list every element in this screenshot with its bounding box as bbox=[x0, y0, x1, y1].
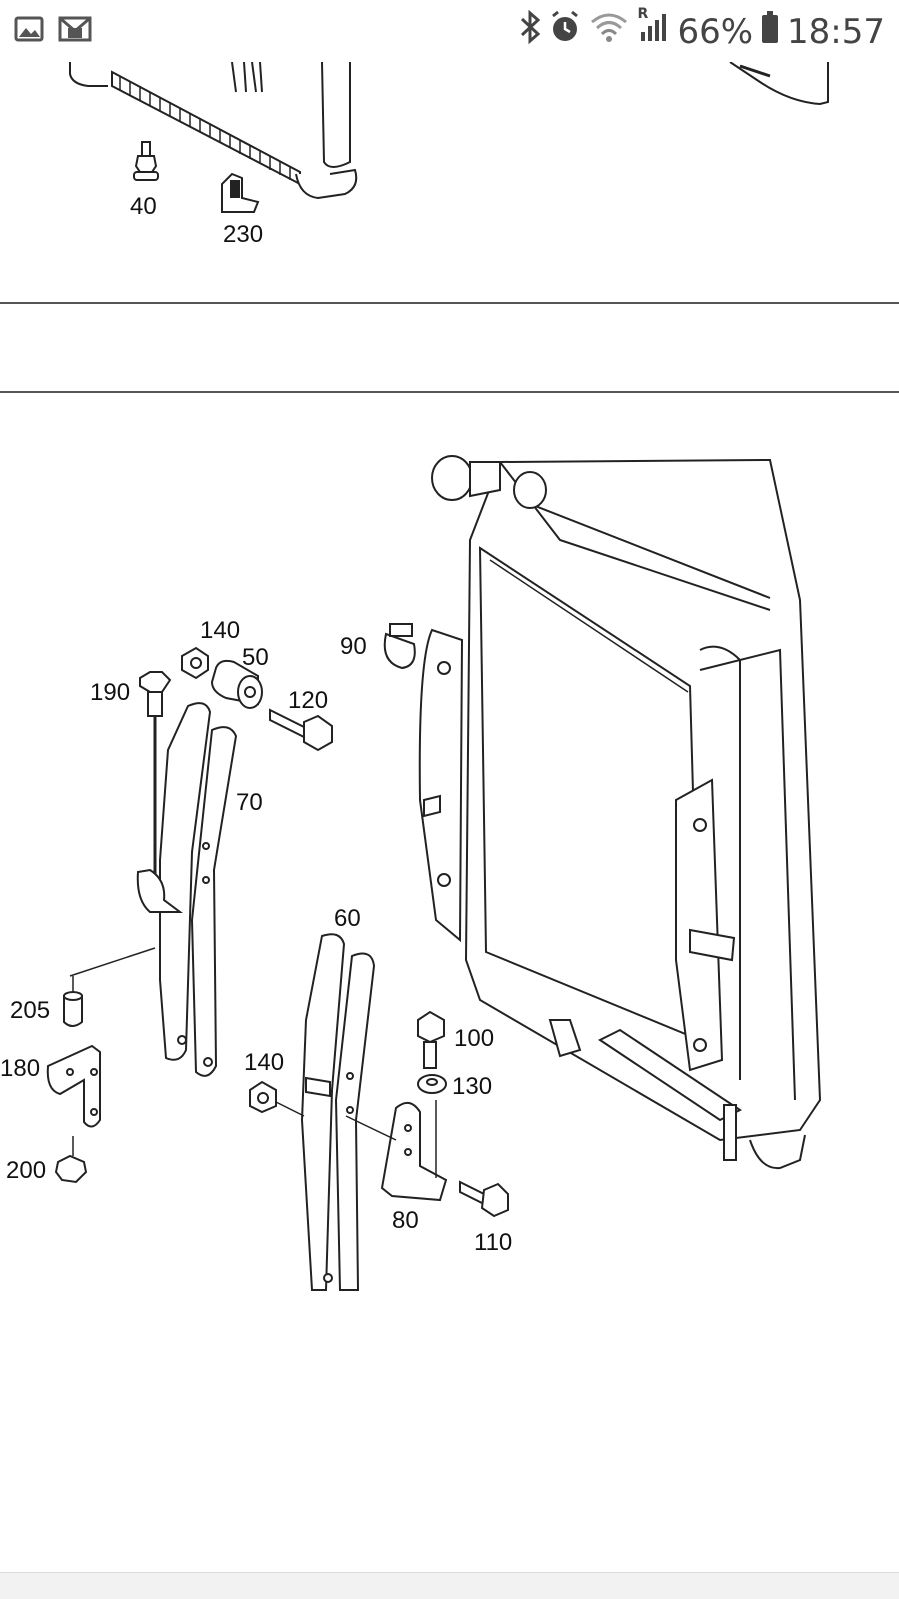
part-130-washer-graphic bbox=[417, 1074, 447, 1094]
callout-50: 50 bbox=[242, 644, 269, 671]
status-bar-right: R 66% 18:57 bbox=[519, 6, 885, 53]
main-parts-diagram: 140 50 190 120 90 70 60 205 180 140 200 … bbox=[0, 400, 899, 1300]
part-100-bolt-graphic bbox=[417, 1010, 445, 1069]
callout-60: 60 bbox=[334, 905, 361, 932]
bottom-bar bbox=[0, 1572, 899, 1599]
wifi-icon bbox=[589, 10, 629, 53]
callout-200: 200 bbox=[6, 1157, 46, 1184]
callout-205: 205 bbox=[10, 997, 50, 1024]
signal-icon: R bbox=[637, 6, 669, 53]
part-90-clamp-graphic bbox=[383, 623, 416, 670]
callout-190: 190 bbox=[90, 679, 130, 706]
callout-70: 70 bbox=[236, 789, 263, 816]
callout-110: 110 bbox=[474, 1229, 512, 1256]
top-diagram-drawing: 40 230 bbox=[69, 62, 829, 248]
callout-120: 120 bbox=[288, 687, 328, 714]
callout-180: 180 bbox=[0, 1055, 40, 1082]
callout-90: 90 bbox=[340, 633, 367, 660]
callout-140-lower: 140 bbox=[244, 1049, 284, 1076]
callout-40: 40 bbox=[130, 193, 157, 220]
part-50-bushing-graphic bbox=[210, 659, 263, 709]
battery-percent: 66% bbox=[677, 11, 754, 52]
status-bar: R 66% 18:57 bbox=[0, 0, 899, 62]
part-140-lower-nut-graphic bbox=[249, 1080, 277, 1114]
part-190-bolt-graphic bbox=[139, 671, 172, 880]
part-110-bolt-graphic bbox=[459, 1180, 509, 1218]
section-divider-bottom bbox=[0, 391, 899, 393]
part-200-nut-graphic bbox=[54, 1154, 88, 1184]
part-230-clip-graphic bbox=[221, 172, 260, 213]
part-60-bracket-graphic bbox=[300, 933, 376, 1291]
clock-time: 18:57 bbox=[787, 11, 885, 52]
callout-100: 100 bbox=[454, 1025, 494, 1052]
part-140-nut-graphic bbox=[181, 646, 209, 680]
callout-130: 130 bbox=[452, 1073, 492, 1100]
roaming-indicator: R bbox=[637, 6, 649, 22]
part-40-screw-graphic bbox=[133, 141, 159, 181]
part-70-bracket-graphic bbox=[136, 702, 238, 1077]
image-icon bbox=[14, 14, 44, 49]
section-divider-top bbox=[0, 302, 899, 304]
top-parts-diagram: 40 230 bbox=[0, 62, 899, 302]
callout-140: 140 bbox=[200, 617, 240, 644]
bluetooth-icon bbox=[519, 9, 541, 53]
part-120-bolt-graphic bbox=[269, 708, 333, 752]
battery-icon bbox=[761, 10, 779, 53]
main-diagram-drawing: 140 50 190 120 90 70 60 205 180 140 200 … bbox=[0, 455, 822, 1291]
part-205-sleeve-graphic bbox=[63, 991, 83, 1027]
part-80-bracket-graphic bbox=[380, 1100, 448, 1202]
radiator-assembly-graphic bbox=[418, 455, 822, 1170]
callout-230: 230 bbox=[223, 221, 263, 248]
status-bar-left bbox=[14, 14, 92, 49]
alarm-icon bbox=[549, 10, 581, 53]
gmail-icon bbox=[58, 14, 92, 49]
part-180-bracket-graphic bbox=[46, 1044, 101, 1128]
callout-80: 80 bbox=[392, 1207, 419, 1234]
